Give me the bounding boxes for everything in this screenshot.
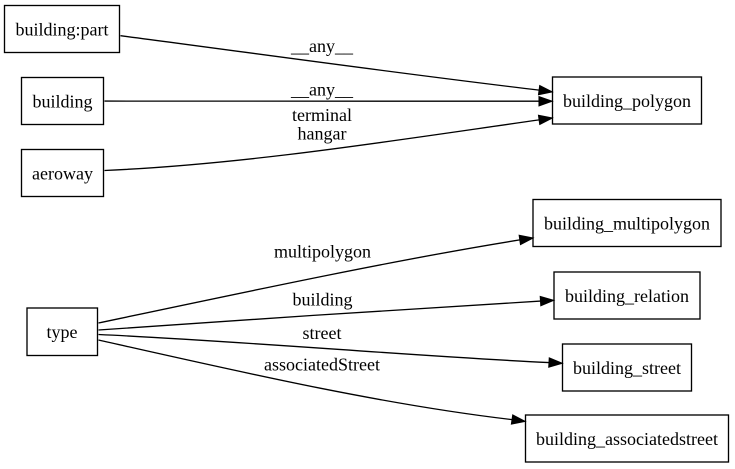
svg-text:multipolygon: multipolygon bbox=[274, 242, 371, 262]
svg-text:building: building bbox=[32, 92, 92, 112]
svg-text:building: building bbox=[292, 290, 352, 310]
svg-text:building:part: building:part bbox=[16, 20, 109, 40]
svg-text:building_relation: building_relation bbox=[565, 286, 689, 306]
svg-text:street: street bbox=[303, 323, 342, 343]
svg-text:terminal: terminal bbox=[292, 105, 352, 125]
svg-text:__any__: __any__ bbox=[290, 36, 354, 56]
svg-text:hangar: hangar bbox=[298, 124, 347, 144]
svg-text:building_multipolygon: building_multipolygon bbox=[544, 214, 710, 234]
svg-text:aeroway: aeroway bbox=[32, 164, 93, 184]
svg-text:associatedStreet: associatedStreet bbox=[264, 355, 380, 375]
svg-text:__any__: __any__ bbox=[290, 80, 354, 100]
svg-text:type: type bbox=[47, 322, 78, 342]
svg-text:building_street: building_street bbox=[573, 358, 681, 378]
svg-text:building_associatedstreet: building_associatedstreet bbox=[536, 429, 718, 449]
svg-text:building_polygon: building_polygon bbox=[563, 91, 691, 111]
